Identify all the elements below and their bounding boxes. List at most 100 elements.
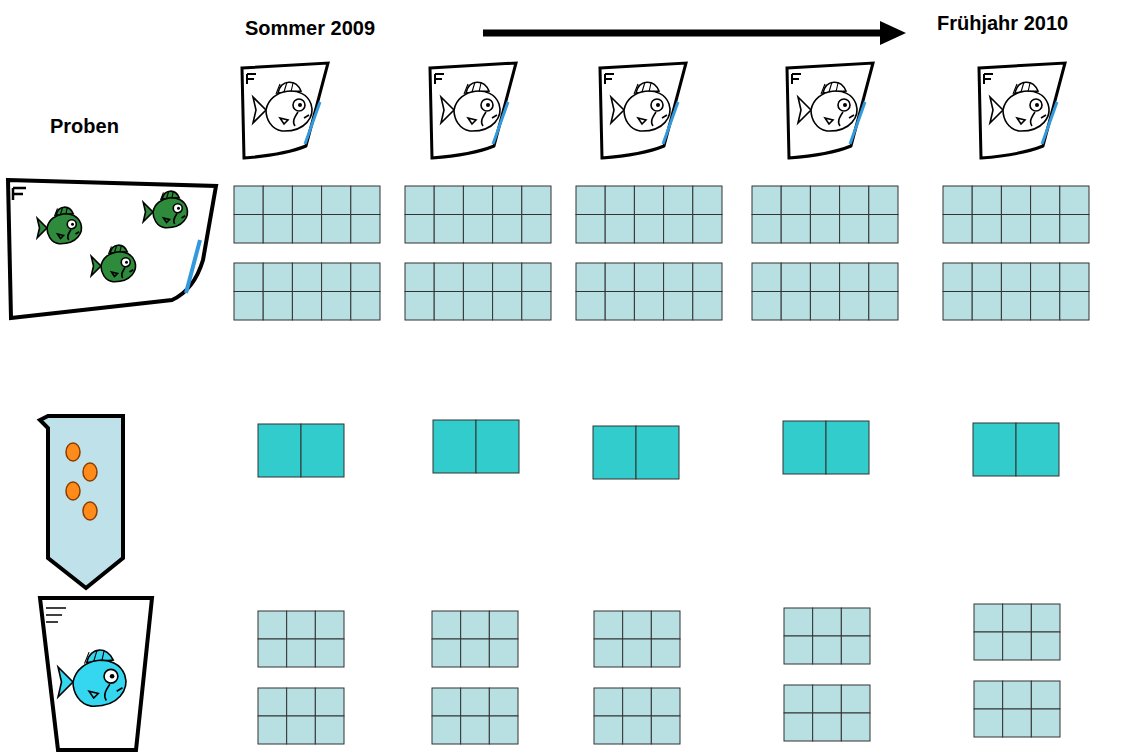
- grid-cell: [973, 423, 1016, 476]
- grid-cell: [493, 215, 522, 244]
- grid-cell: [810, 292, 839, 321]
- grid-cell: [781, 186, 810, 215]
- sample-grid: [752, 263, 898, 320]
- grid-cell: [434, 292, 463, 321]
- grid-cell: [1031, 263, 1060, 292]
- grid-cell: [287, 688, 316, 716]
- sample-grid: [234, 186, 380, 243]
- grid-cell: [576, 186, 605, 215]
- grid-cell: [405, 292, 434, 321]
- grid-cell: [258, 639, 287, 667]
- grid-cell: [576, 263, 605, 292]
- grid-cell: [1003, 709, 1032, 737]
- grid-cell: [693, 292, 722, 321]
- sample-grid: [433, 420, 519, 473]
- heading-label: Frühjahr 2010: [937, 12, 1068, 35]
- grid-cell: [1003, 681, 1032, 709]
- grid-cell: [489, 716, 518, 744]
- grid-cell: [258, 424, 301, 477]
- grid-cell: [258, 611, 287, 639]
- grid-cell: [1001, 186, 1030, 215]
- grid-cell: [651, 611, 680, 639]
- grid-cell: [636, 426, 679, 479]
- sample-grid: [943, 186, 1089, 243]
- grid-cell: [651, 639, 680, 667]
- sample-bag: [8, 180, 216, 318]
- fish-bag: [787, 63, 873, 158]
- heading-label: Sommer 2009: [245, 17, 375, 40]
- grid-cell: [783, 421, 826, 474]
- grid-cell: [287, 639, 316, 667]
- grid-cell: [623, 611, 652, 639]
- grid-cell: [972, 263, 1001, 292]
- grid-cell: [315, 688, 344, 716]
- grid-cell: [943, 292, 972, 321]
- grid-cell: [1003, 632, 1032, 660]
- grid-cell: [974, 681, 1003, 709]
- grid-cell: [1016, 423, 1059, 476]
- grid-cell: [594, 639, 623, 667]
- grid-cell: [781, 292, 810, 321]
- grid-cell: [432, 688, 461, 716]
- sample-grid: [594, 688, 680, 744]
- white-fish: [253, 82, 312, 131]
- grid-cell: [432, 639, 461, 667]
- grid-cell: [263, 215, 292, 244]
- grid-cell: [972, 186, 1001, 215]
- grid-cell: [522, 263, 551, 292]
- grid-cell: [810, 215, 839, 244]
- grid-cell: [351, 263, 380, 292]
- grid-cell: [943, 186, 972, 215]
- grid-cell: [315, 611, 344, 639]
- grid-cell: [974, 709, 1003, 737]
- grid-cell: [322, 215, 351, 244]
- grid-cell: [1031, 681, 1060, 709]
- grid-cell: [463, 215, 492, 244]
- grid-cell: [693, 263, 722, 292]
- grid-cell: [405, 263, 434, 292]
- grid-cell: [1060, 292, 1089, 321]
- grid-cell: [461, 611, 490, 639]
- sample-grid: [784, 685, 870, 741]
- grid-cell: [1031, 215, 1060, 244]
- grid-cell: [693, 186, 722, 215]
- cyan-fish: [58, 650, 126, 706]
- grid-cell: [869, 292, 898, 321]
- grid-cell: [1001, 215, 1030, 244]
- sample-grid: [752, 186, 898, 243]
- green-fish: [91, 245, 135, 282]
- grid-cell: [813, 636, 842, 664]
- grid-cell: [752, 186, 781, 215]
- grid-cell: [781, 263, 810, 292]
- grid-cell: [840, 215, 869, 244]
- grid-cell: [461, 688, 490, 716]
- grid-cell: [972, 292, 1001, 321]
- grid-cell: [315, 716, 344, 744]
- green-fish: [37, 207, 81, 244]
- grid-cell: [405, 215, 434, 244]
- grid-cell: [840, 186, 869, 215]
- sample-grid: [576, 263, 722, 320]
- grid-cell: [869, 215, 898, 244]
- grid-cell: [841, 685, 870, 713]
- grid-cell: [752, 215, 781, 244]
- white-fish: [611, 82, 670, 131]
- grid-cell: [576, 292, 605, 321]
- grid-cell: [810, 263, 839, 292]
- grid-cell: [434, 186, 463, 215]
- grid-cell: [489, 639, 518, 667]
- grid-cell: [651, 716, 680, 744]
- sample-grid: [258, 688, 344, 744]
- sample-grid: [784, 608, 870, 664]
- fish-bag: [600, 63, 686, 158]
- egg-dot: [83, 502, 97, 520]
- grid-cell: [263, 292, 292, 321]
- grid-cell: [234, 263, 263, 292]
- grid-cell: [943, 215, 972, 244]
- grid-cell: [434, 215, 463, 244]
- white-fish: [990, 82, 1049, 131]
- grid-cell: [813, 608, 842, 636]
- sample-grid: [593, 426, 679, 479]
- grid-cell: [664, 292, 693, 321]
